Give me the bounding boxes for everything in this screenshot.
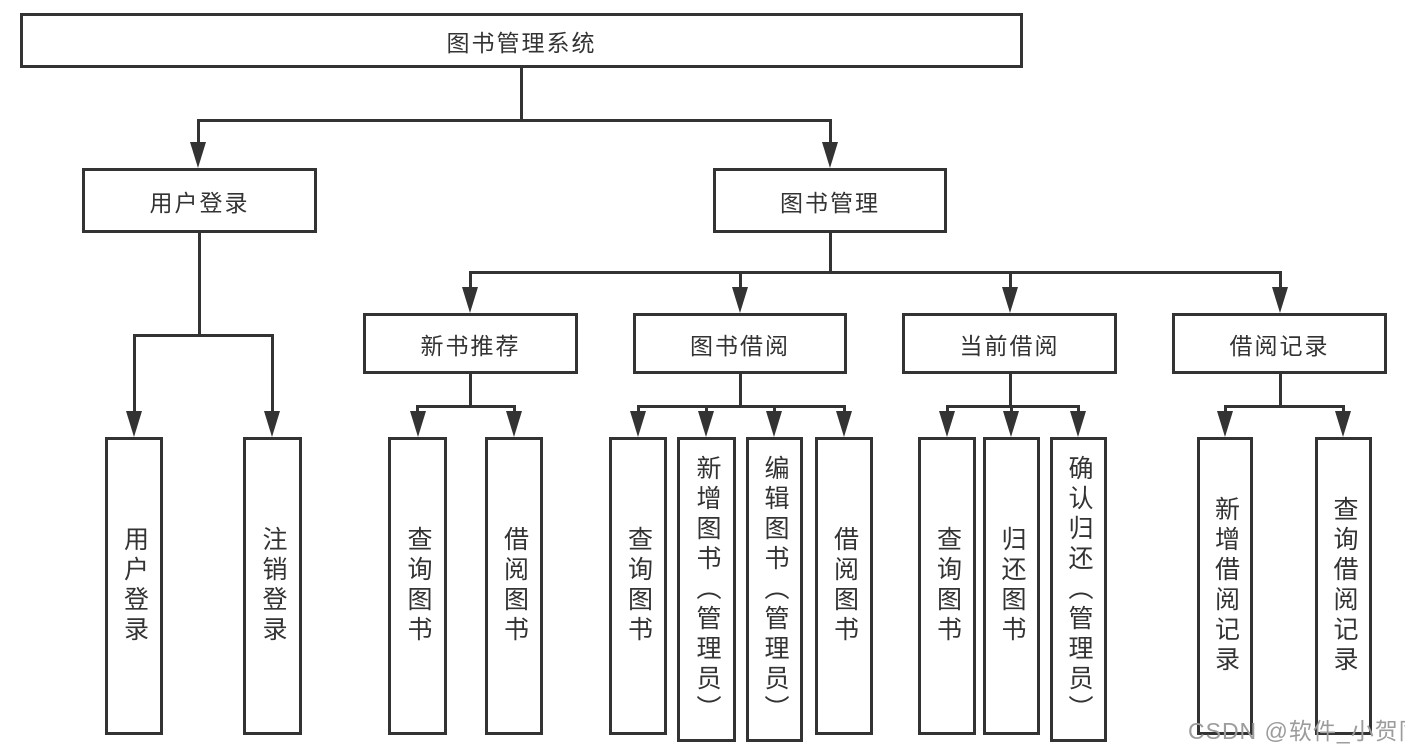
arrowhead-down-icon: [1070, 411, 1086, 437]
arrowhead-down-icon: [836, 411, 852, 437]
watermark: CSDN @软件_小贺同学: [1188, 718, 1405, 744]
leaf-recommend-query-books: 查询图书: [388, 437, 447, 735]
edge-line: [271, 334, 274, 413]
arrowhead-down-icon: [1217, 411, 1233, 437]
edge-line: [705, 405, 708, 413]
edge-line: [468, 271, 1282, 274]
node-borrowing-records: 借阅记录: [1172, 313, 1387, 374]
edge-line: [636, 405, 640, 413]
node-new-book-recommend: 新书推荐: [363, 313, 578, 374]
leaf-current-return-books: 归还图书: [983, 437, 1040, 735]
arrowhead-down-icon: [190, 142, 206, 168]
arrowhead-down-icon: [1003, 411, 1019, 437]
arrowhead-down-icon: [939, 411, 955, 437]
edge-line: [1008, 271, 1012, 291]
edge-line: [468, 271, 472, 291]
edge-line: [469, 372, 472, 408]
leaf-borrowing-add-books-admin: 新增图书（管理员）: [677, 437, 736, 742]
arrowhead-down-icon: [1272, 287, 1288, 313]
arrowhead-down-icon: [264, 411, 280, 437]
leaf-logout: 注销登录: [243, 437, 302, 735]
leaf-recommend-borrow-books: 借阅图书: [485, 437, 543, 735]
leaf-borrowing-borrow-books: 借阅图书: [815, 437, 873, 735]
arrowhead-down-icon: [630, 411, 646, 437]
node-current-borrowing: 当前借阅: [902, 313, 1117, 374]
leaf-borrowing-edit-books-admin: 编辑图书（管理员）: [746, 437, 803, 742]
edge-line: [416, 405, 515, 408]
leaf-records-query-record: 查询借阅记录: [1315, 437, 1372, 735]
edge-line: [132, 334, 274, 337]
leaf-current-confirm-return-admin: 确认归还（管理员）: [1050, 437, 1107, 742]
edge-line: [512, 405, 516, 413]
node-book-management: 图书管理: [713, 168, 947, 233]
leaf-borrowing-query-books: 查询图书: [609, 437, 667, 735]
edge-line: [132, 334, 136, 413]
edge-line: [197, 231, 201, 337]
arrowhead-down-icon: [409, 411, 426, 437]
leaf-records-add-record: 新增借阅记录: [1197, 437, 1253, 735]
arrowhead-down-icon: [1002, 287, 1018, 313]
node-book-borrowing: 图书借阅: [633, 313, 847, 374]
edge-line: [636, 405, 846, 408]
edge-line: [1223, 405, 1227, 413]
node-system-root: 图书管理系统: [20, 13, 1023, 68]
edge-line: [828, 119, 832, 144]
edge-line: [1223, 405, 1345, 408]
edge-line: [738, 372, 742, 408]
arrowhead-down-icon: [506, 411, 522, 437]
arrowhead-down-icon: [126, 411, 142, 437]
edge-line: [738, 271, 742, 291]
arrowhead-down-icon: [462, 287, 478, 313]
edge-line: [828, 231, 832, 274]
edge-line: [773, 405, 776, 413]
edge-line: [945, 405, 949, 413]
arrowhead-down-icon: [766, 411, 782, 437]
edge-line: [196, 119, 200, 144]
edge-line: [1077, 405, 1080, 413]
leaf-user-login: 用户登录: [105, 437, 163, 735]
arrowhead-down-icon: [732, 287, 748, 313]
edge-line: [196, 119, 832, 122]
edge-line: [1342, 405, 1345, 413]
edge-line: [1010, 405, 1013, 413]
arrowhead-down-icon: [1335, 411, 1351, 437]
edge-line: [519, 66, 523, 121]
leaf-current-query-books: 查询图书: [918, 437, 976, 735]
arrowhead-down-icon: [822, 142, 838, 168]
edge-line: [1278, 372, 1282, 408]
edge-line: [1008, 372, 1012, 408]
edge-line: [842, 405, 846, 413]
node-user-login: 用户登录: [82, 168, 317, 233]
edge-line: [1278, 271, 1282, 291]
edge-line: [416, 405, 419, 413]
arrowhead-down-icon: [698, 411, 714, 437]
